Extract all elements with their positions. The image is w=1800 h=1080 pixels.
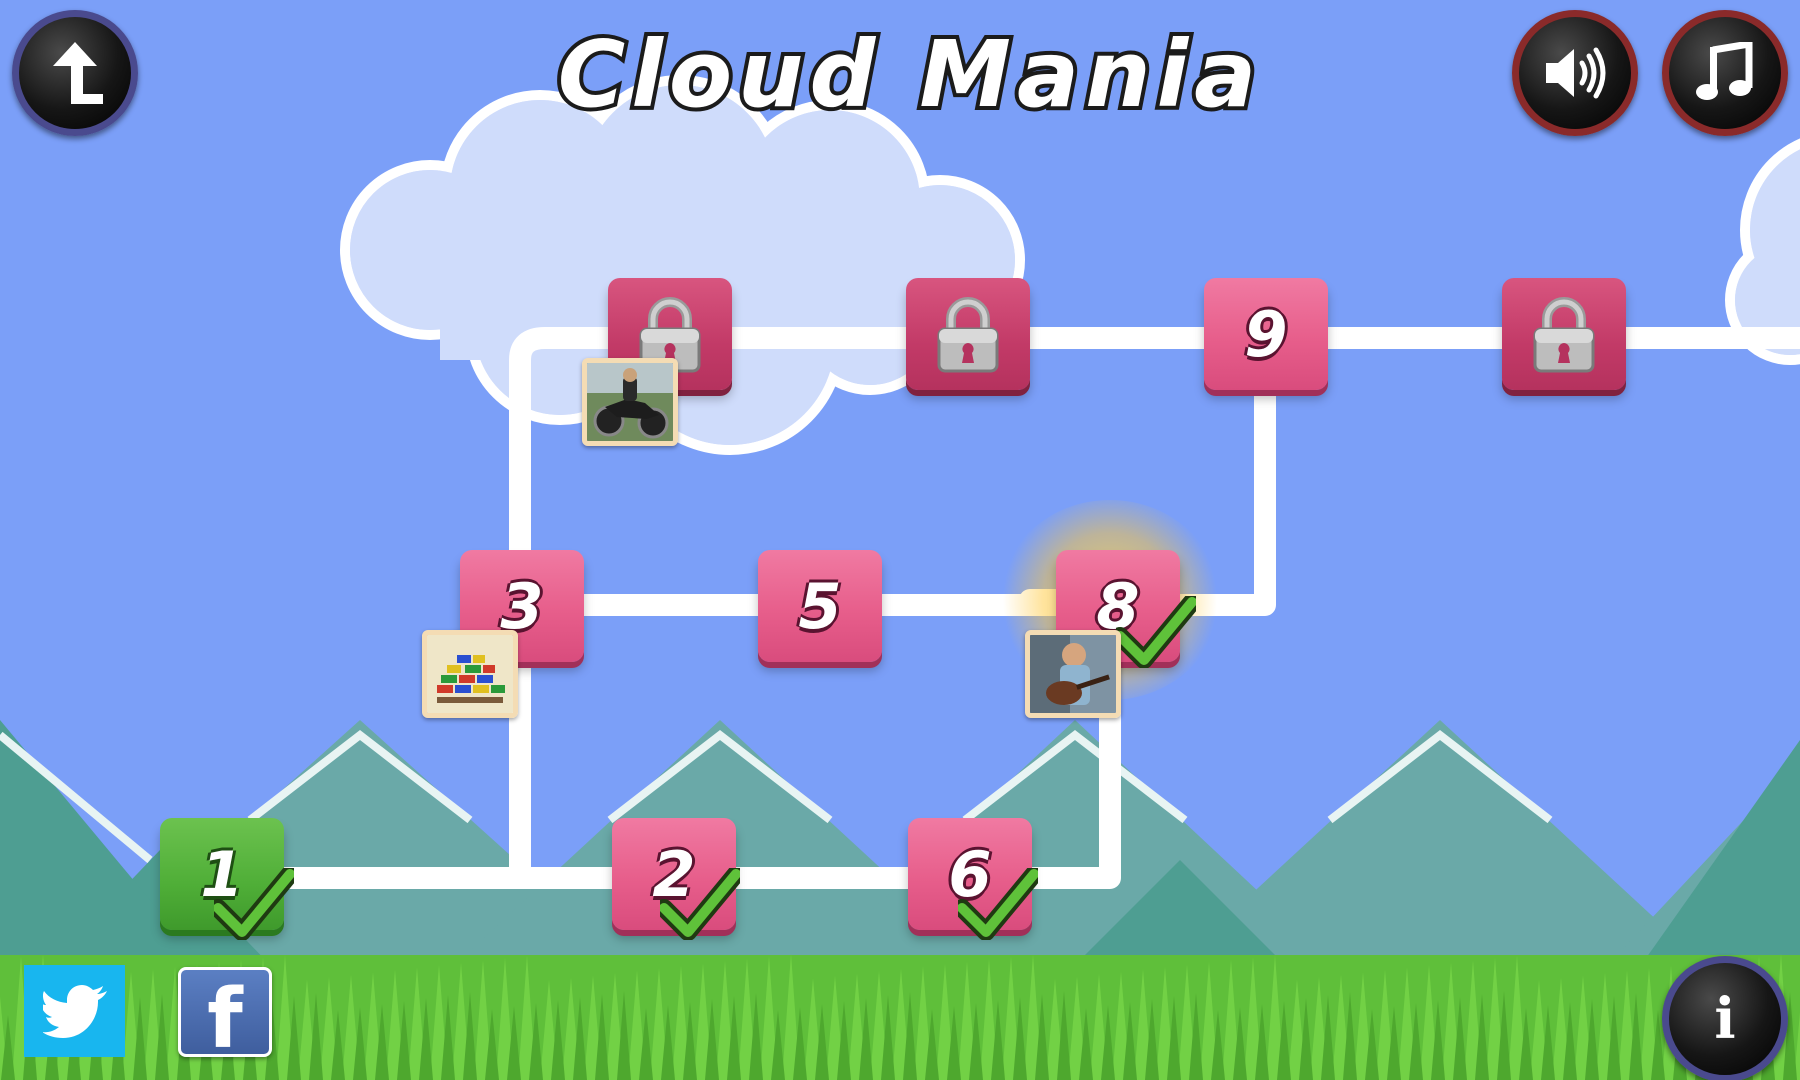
checkmark-icon — [214, 868, 294, 940]
guitarist-thumbnail — [1025, 630, 1121, 718]
padlock-icon — [1533, 297, 1595, 373]
motorcycle-thumbnail — [582, 358, 678, 446]
game-title: Cloud Mania — [554, 18, 1262, 128]
level-number: 2 — [652, 837, 696, 911]
checkmark-icon — [1116, 596, 1196, 668]
twitter-button[interactable] — [24, 965, 125, 1057]
level-tile-locked[interactable] — [1502, 278, 1626, 390]
sound-toggle-button[interactable] — [1512, 10, 1638, 136]
grass — [0, 953, 1800, 1080]
back-button[interactable] — [12, 10, 138, 136]
back-arrow-icon — [53, 42, 103, 104]
game-title-text: Cloud Mania — [558, 21, 1262, 128]
level-number: 9 — [1244, 297, 1288, 371]
facebook-button[interactable]: f — [178, 967, 272, 1067]
twitter-bird-icon — [42, 985, 107, 1038]
facebook-icon: f — [207, 971, 243, 1067]
info-icon: i — [1714, 986, 1736, 1052]
level-tile[interactable]: 9 — [1204, 278, 1328, 390]
level-number: 6 — [948, 837, 992, 911]
music-note-icon — [1696, 42, 1753, 100]
level-number: 1 — [200, 837, 244, 911]
checkmark-icon — [958, 868, 1038, 940]
music-toggle-button[interactable] — [1662, 10, 1788, 136]
checkmark-icon — [660, 868, 740, 940]
colorful-blocks-thumbnail — [422, 630, 518, 718]
padlock-icon — [937, 297, 999, 373]
level-tile-locked[interactable] — [906, 278, 1030, 390]
speaker-icon — [1546, 47, 1606, 99]
info-button[interactable]: i — [1662, 956, 1788, 1080]
level-number: 5 — [798, 569, 842, 643]
level-tile[interactable]: 5 — [758, 550, 882, 662]
